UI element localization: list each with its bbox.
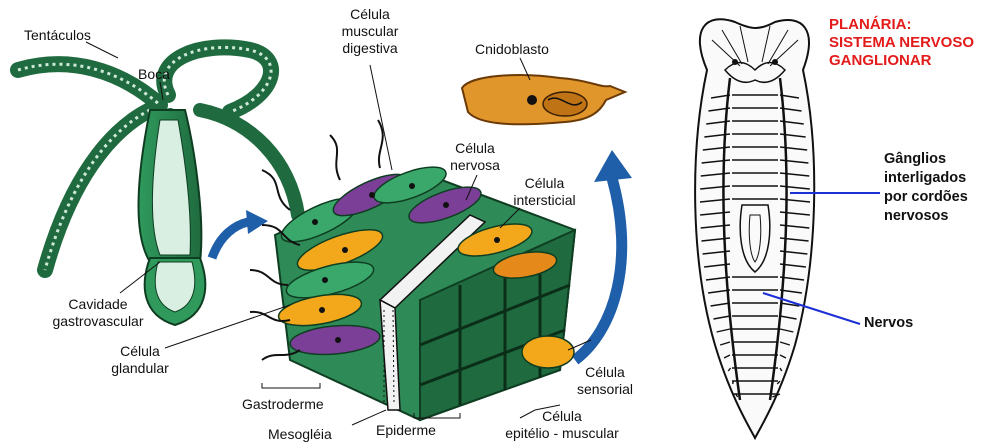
hydra-body (18, 47, 298, 325)
label-tentaculos: Tentáculos (24, 27, 91, 44)
label-celula-intersticial: Célula intersticial (502, 175, 587, 209)
label-celula-glandular: Célula glandular (100, 343, 180, 377)
label-epiderme: Epiderme (376, 422, 436, 439)
tissue-block (250, 120, 575, 420)
label-boca: Boca (138, 66, 170, 83)
label-mesogleia: Mesogléia (268, 426, 332, 443)
cnidoblast-cell (462, 75, 625, 124)
planaria-body (695, 19, 814, 438)
label-ganglios: Gânglios interligados por cordões nervos… (884, 150, 968, 226)
label-celula-muscular-digestiva: Célula muscular digestiva (330, 6, 410, 57)
planaria-title: PLANÁRIA: SISTEMA NERVOSO GANGLIONAR (829, 16, 974, 70)
label-cavidade-gastrovascular: Cavidade gastrovascular (38, 296, 158, 330)
label-nervos: Nervos (864, 314, 913, 333)
label-gastroderme: Gastroderme (242, 396, 324, 413)
label-celula-epitelio-muscular: Célula epitélio - muscular (492, 408, 632, 442)
label-celula-nervosa: Célula nervosa (440, 140, 510, 174)
label-celula-sensorial: Célula sensorial (565, 364, 645, 398)
label-cnidoblasto: Cnidoblasto (475, 41, 549, 58)
